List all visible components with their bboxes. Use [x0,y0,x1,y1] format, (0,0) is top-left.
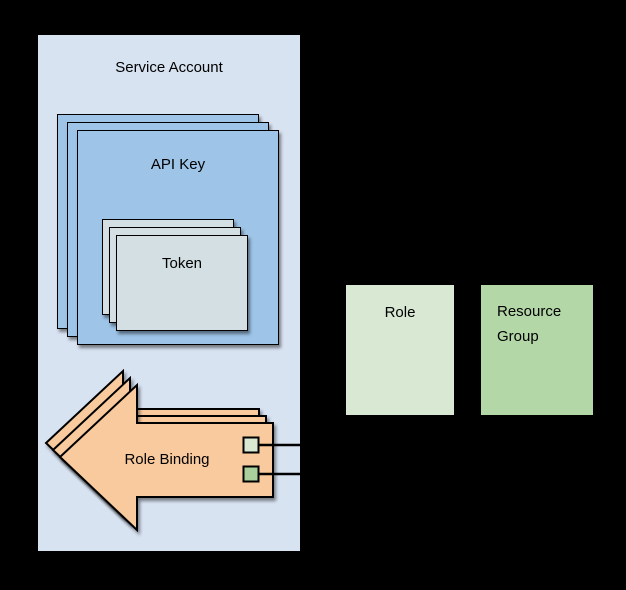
token-label: Token [161,255,203,272]
role-node: Role [346,285,454,415]
role-label: Role [384,304,416,321]
token-card-front [116,235,248,331]
service-account-label: Service Account [115,59,223,76]
role-binding-label: Role Binding [124,451,210,468]
resource-group-node: Resource Group [481,285,593,415]
resource-group-label: Resource Group [497,303,562,345]
api-key-label: API Key [150,156,206,173]
